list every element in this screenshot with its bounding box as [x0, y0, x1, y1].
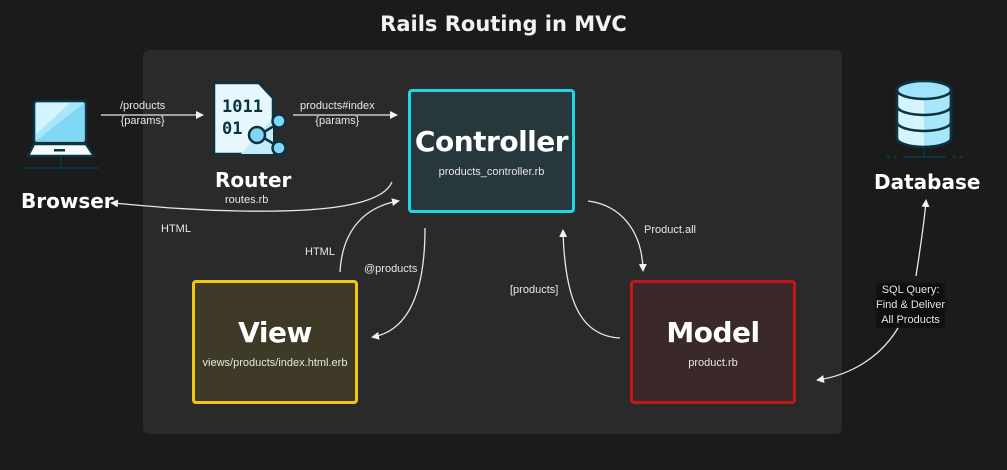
- arrow-model-to-database: [915, 199, 930, 277]
- laptop-icon: [24, 99, 99, 169]
- edge-params-text: {params}: [315, 115, 360, 127]
- view-file: views/products/index.html.erb: [202, 356, 348, 369]
- arrow-controller-to-browser: [110, 181, 393, 212]
- arrow-database-to-model: [816, 327, 899, 384]
- router-file-icon: 1011 01: [212, 81, 287, 156]
- controller-label: Controller: [414, 124, 569, 158]
- sql-line-1: SQL Query:: [881, 284, 940, 296]
- model-box: Model product.rb: [630, 280, 796, 404]
- database-icon: [886, 80, 963, 159]
- edge-action-text: products#index: [300, 100, 375, 112]
- router-label: Router: [215, 168, 292, 192]
- arrow-model-to-controller: [559, 229, 621, 339]
- router-file: routes.rb: [225, 194, 269, 206]
- edge-label-controller-view: @products: [364, 263, 418, 275]
- arrow-controller-to-view: [371, 227, 426, 340]
- model-file: product.rb: [688, 356, 738, 369]
- database-label: Database: [874, 170, 981, 194]
- model-label: Model: [666, 315, 760, 349]
- arrow-controller-to-model: [587, 200, 647, 272]
- edge-path-text: /products: [120, 100, 166, 112]
- edge-label-sql-query: SQL Query: Find & Deliver All Products: [876, 283, 946, 328]
- sql-line-3: All Products: [881, 314, 940, 326]
- svg-text:01: 01: [222, 119, 242, 139]
- browser-label: Browser: [21, 189, 114, 213]
- edge-params-text: {params}: [120, 115, 165, 127]
- view-box: View views/products/index.html.erb: [192, 280, 358, 404]
- edge-label-model-controller: [products]: [510, 284, 559, 296]
- edge-label-controller-model: Product.all: [644, 224, 696, 236]
- arrow-view-to-controller: [339, 198, 400, 273]
- view-label: View: [238, 315, 312, 349]
- edge-label-router-controller: products#index {params}: [300, 99, 375, 129]
- edge-label-browser-router: /products {params}: [120, 99, 165, 129]
- controller-box: Controller products_controller.rb: [408, 89, 575, 213]
- sql-line-2: Find & Deliver: [876, 299, 946, 311]
- edge-label-view-controller: HTML: [305, 246, 335, 258]
- edge-label-controller-browser: HTML: [161, 223, 191, 235]
- diagram-title: Rails Routing in MVC: [380, 12, 627, 36]
- controller-file: products_controller.rb: [438, 165, 545, 178]
- svg-text:1011: 1011: [222, 97, 263, 117]
